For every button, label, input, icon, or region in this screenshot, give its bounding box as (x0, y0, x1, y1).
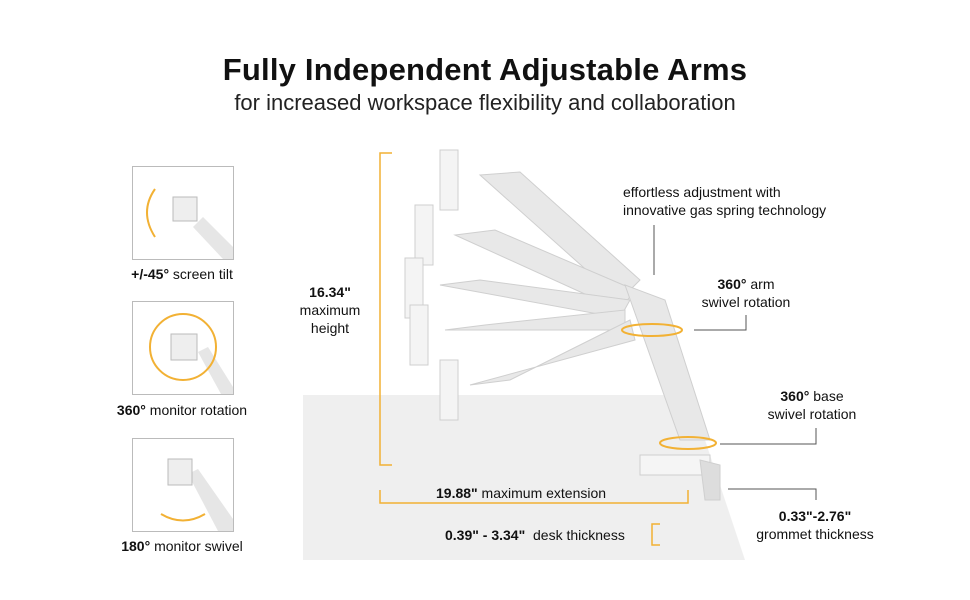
grommet-callout: 0.33"-2.76" grommet thickness (756, 508, 874, 542)
extension-bracket (379, 490, 689, 504)
base-swivel-callout: 360° base swivel rotation (767, 388, 857, 422)
feature-thumb-swivel (132, 438, 234, 532)
base-swivel-arrow-icon (659, 436, 717, 450)
height-callout: 16.34" maximum height (299, 284, 361, 336)
arm-positions (404, 149, 721, 501)
gas-spring-callout: effortless adjustment with innovative ga… (623, 184, 827, 218)
height-bracket (379, 152, 392, 466)
desk-surface (303, 395, 745, 560)
page-subtitle: for increased workspace flexibility and … (234, 90, 736, 115)
arm-swivel-arrow-icon (621, 323, 683, 337)
arm-swivel-callout: 360° arm swivel rotation (701, 276, 791, 310)
extension-callout: 19.88" maximum extension (436, 485, 607, 501)
feature-thumb-tilt (132, 166, 234, 260)
page-title: Fully Independent Adjustable Arms (222, 52, 748, 87)
rotation-arrows-icon (149, 313, 233, 394)
feature-caption-tilt: +/-45° screen tilt (131, 266, 233, 282)
feature-caption-rotation: 360° monitor rotation (116, 402, 248, 418)
swivel-arrows-icon (160, 458, 233, 531)
desk-thickness-bracket (651, 523, 660, 546)
desk-thickness-callout: 0.39" - 3.34" desk thickness (445, 527, 625, 543)
tilt-arrows-icon (146, 188, 233, 259)
feature-caption-swivel: 180° monitor swivel (121, 538, 243, 554)
feature-thumb-rotation (132, 301, 234, 395)
